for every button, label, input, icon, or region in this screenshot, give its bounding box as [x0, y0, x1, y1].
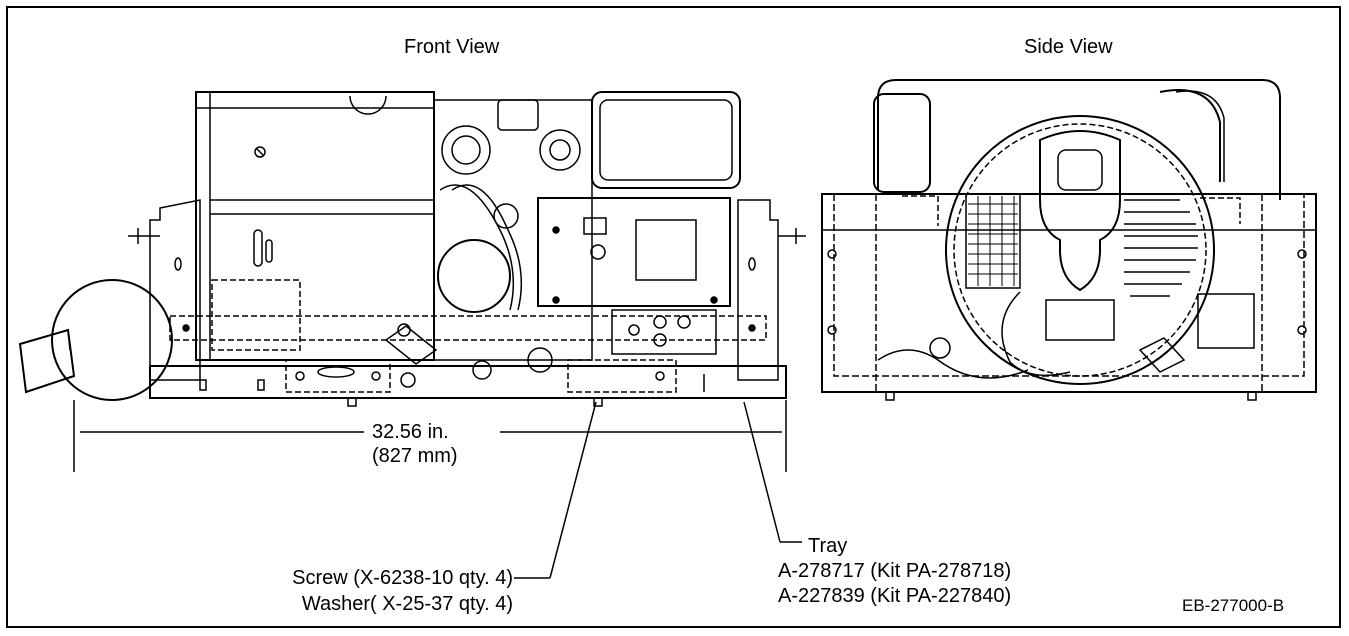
washer-callout: Washer( X-25-37 qty. 4) [301, 593, 513, 615]
tray-callout-label: Tray [808, 535, 848, 557]
side-mounting-frame [821, 193, 1317, 393]
front-view-generator [18, 91, 806, 407]
left-bracket [128, 199, 201, 381]
fastener-leader-line [514, 401, 597, 579]
overall-length-dimension [73, 400, 787, 472]
dimension-millimeters: (827 mm) [372, 445, 458, 467]
side-junction-box [1197, 293, 1255, 349]
side-alternator-disc [945, 115, 1215, 385]
front-tray [149, 347, 787, 407]
right-bracket [737, 199, 806, 381]
tray-part-number-1: A-278717 (Kit PA-278718) [778, 560, 1012, 582]
muffler [18, 279, 173, 401]
front-lower-frame [169, 309, 767, 365]
control-box [537, 197, 731, 307]
tray-part-number-2: A-227839 (Kit PA-227840) [778, 585, 1012, 607]
generator-housing [195, 91, 435, 361]
tray-leader-line [743, 401, 802, 543]
screw-callout: Screw (X-6238-10 qty. 4) [292, 567, 513, 589]
front-view-title: Front View [404, 36, 500, 58]
side-view-title: Side View [1024, 36, 1113, 58]
air-cleaner-cover [591, 91, 741, 189]
side-view-generator [821, 79, 1317, 401]
drawing-number: EB-277000-B [1182, 596, 1285, 615]
dimension-inches: 32.56 in. [372, 421, 449, 443]
engine-assembly [433, 99, 593, 361]
drawing-frame [6, 6, 1341, 628]
